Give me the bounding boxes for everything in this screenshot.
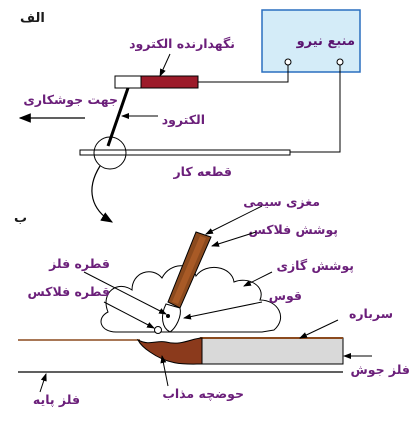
- base-metal-label: فلز پایه: [33, 392, 80, 407]
- section-b-marker: ب: [14, 211, 27, 226]
- gas-shield-cloud: [100, 265, 281, 333]
- slag-pointer: [299, 319, 339, 339]
- welding-direction-label: جهت جوشکاری: [23, 92, 118, 107]
- metal-droplet-label: قطره فلز: [48, 256, 110, 271]
- workpiece-label: قطعه کار: [172, 164, 232, 179]
- flux-droplet-label: قطره فلاکس: [28, 284, 110, 299]
- section-a-marker: الف: [20, 11, 45, 26]
- electrode-label: الکترود: [162, 112, 205, 127]
- flux-coating-label: پوشش فلاکس: [249, 222, 338, 237]
- flux-droplet-pointer: [103, 301, 155, 329]
- gas-shield-pointer: [243, 271, 273, 287]
- flux-droplet: [154, 326, 162, 334]
- flux-coating-pointer: [211, 231, 257, 247]
- slag-label: سرباره: [349, 306, 393, 321]
- electrode-holder-label: نگهدارنده الکترود: [129, 36, 235, 51]
- cable-to-workpiece: [290, 65, 341, 153]
- power-source-label: منبع نیرو: [296, 34, 355, 49]
- power-source-box: [261, 9, 361, 73]
- electrode-rod: [106, 87, 130, 147]
- weld-metal: [199, 337, 344, 365]
- base-metal-pointer: [39, 373, 47, 393]
- metal-droplet: [166, 314, 170, 318]
- arc-zone: [162, 303, 181, 333]
- holder-grip: [114, 75, 142, 89]
- metal-droplet-pointer: [83, 271, 167, 315]
- terminal-right: [336, 58, 344, 66]
- electrode-holder-pointer: [159, 53, 171, 77]
- zoom-circle: [93, 136, 127, 170]
- terminal-left: [284, 58, 292, 66]
- gas-shield-label: پوشش گازی: [277, 258, 354, 273]
- zoom-arrow: [91, 165, 114, 223]
- molten-pool: [136, 337, 203, 365]
- weld-metal-label: فلز جوش: [350, 362, 410, 377]
- holder-body: [140, 75, 199, 89]
- cable-to-holder: [198, 65, 289, 83]
- molten-pool-label: حوضچه مذاب: [162, 386, 244, 401]
- arc-label: قوس: [269, 288, 302, 303]
- core-wire-label: مغزی سیمی: [243, 194, 320, 209]
- core-wire-pointer: [205, 205, 263, 235]
- molten-pool-pointer: [160, 355, 169, 387]
- arc-pointer: [183, 301, 263, 320]
- core-wire: [172, 236, 206, 304]
- workpiece-plate: [79, 149, 291, 156]
